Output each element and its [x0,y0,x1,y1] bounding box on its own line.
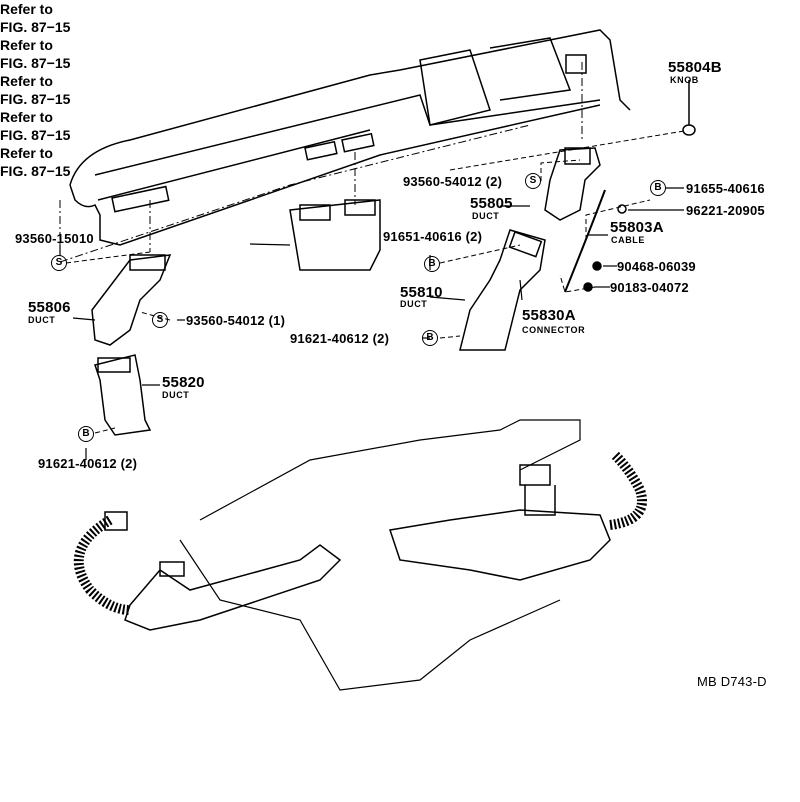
screw-left-duct-label: 93560-54012 (1) [186,313,286,328]
screw-symbol: S [525,173,541,189]
refer-fig-left-hose: Refer to FIG. 87−15 [0,108,800,144]
nut-90468-label: 90468-06039 [617,259,696,274]
bolt-center-label: 91621-40612 (2) [290,331,390,346]
connector-number: 55830A [522,307,576,324]
bolt-symbol: B [422,330,438,346]
bolt-lower-left-label: 91621-40612 (2) [38,456,138,471]
bolt-91651-label: 91651-40616 (2) [383,229,483,244]
duct-55810-number: 55810 [400,284,443,301]
refer-line2: FIG. 87−15 [0,91,71,107]
bolt-symbol: B [650,180,666,196]
refer-line1: Refer to [0,37,53,53]
screw-symbol: S [152,312,168,328]
dashboard-outline [69,29,631,246]
cable-name: CABLE [611,235,645,245]
screw-upper-right-label: 93560-54012 (2) [403,174,503,189]
connector-name: CONNECTOR [522,325,586,335]
duct-55805-name: DUCT [472,211,500,221]
clip-90183-label: 90183-04072 [610,280,689,295]
duct-55820-number: 55820 [162,374,205,391]
refer-line1: Refer to [0,73,53,89]
bolt-symbol: B [78,426,94,442]
refer-fig-center-duct: Refer to FIG. 87−15 [0,0,800,36]
refer-fig-right-duct: Refer to FIG. 87−15 [0,72,800,108]
refer-line1: Refer to [0,145,53,161]
refer-line2: FIG. 87−15 [0,127,71,143]
screw-left-label: 93560-15010 [15,231,94,246]
lower-console-outline [179,419,581,691]
knob-part-number: 55804B [668,59,722,76]
figure-code: MB D743-D [697,674,767,689]
duct-55820-name: DUCT [162,390,190,400]
duct-55806-name: DUCT [28,315,56,325]
knob-shape [682,124,696,136]
clip-96221-label: 96221-20905 [686,203,765,218]
screw-symbol: S [51,255,67,271]
refer-line2: FIG. 87−15 [0,163,71,179]
refer-line2: FIG. 87−15 [0,19,71,35]
duct-55810-name: DUCT [400,299,428,309]
cable-number: 55803A [610,219,664,236]
refer-line1: Refer to [0,109,53,125]
bolt-symbol: B [424,256,440,272]
refer-line1: Refer to [0,1,53,17]
bolt-91655-label: 91655-40616 [686,181,765,196]
knob-part-name: KNOB [670,75,699,85]
refer-fig-left-duct: Refer to FIG. 87−15 [0,144,800,180]
duct-55806-number: 55806 [28,299,71,316]
refer-line2: FIG. 87−15 [0,55,71,71]
duct-55805-number: 55805 [470,195,513,212]
refer-fig-console-upper: Refer to FIG. 87−15 [0,36,800,72]
